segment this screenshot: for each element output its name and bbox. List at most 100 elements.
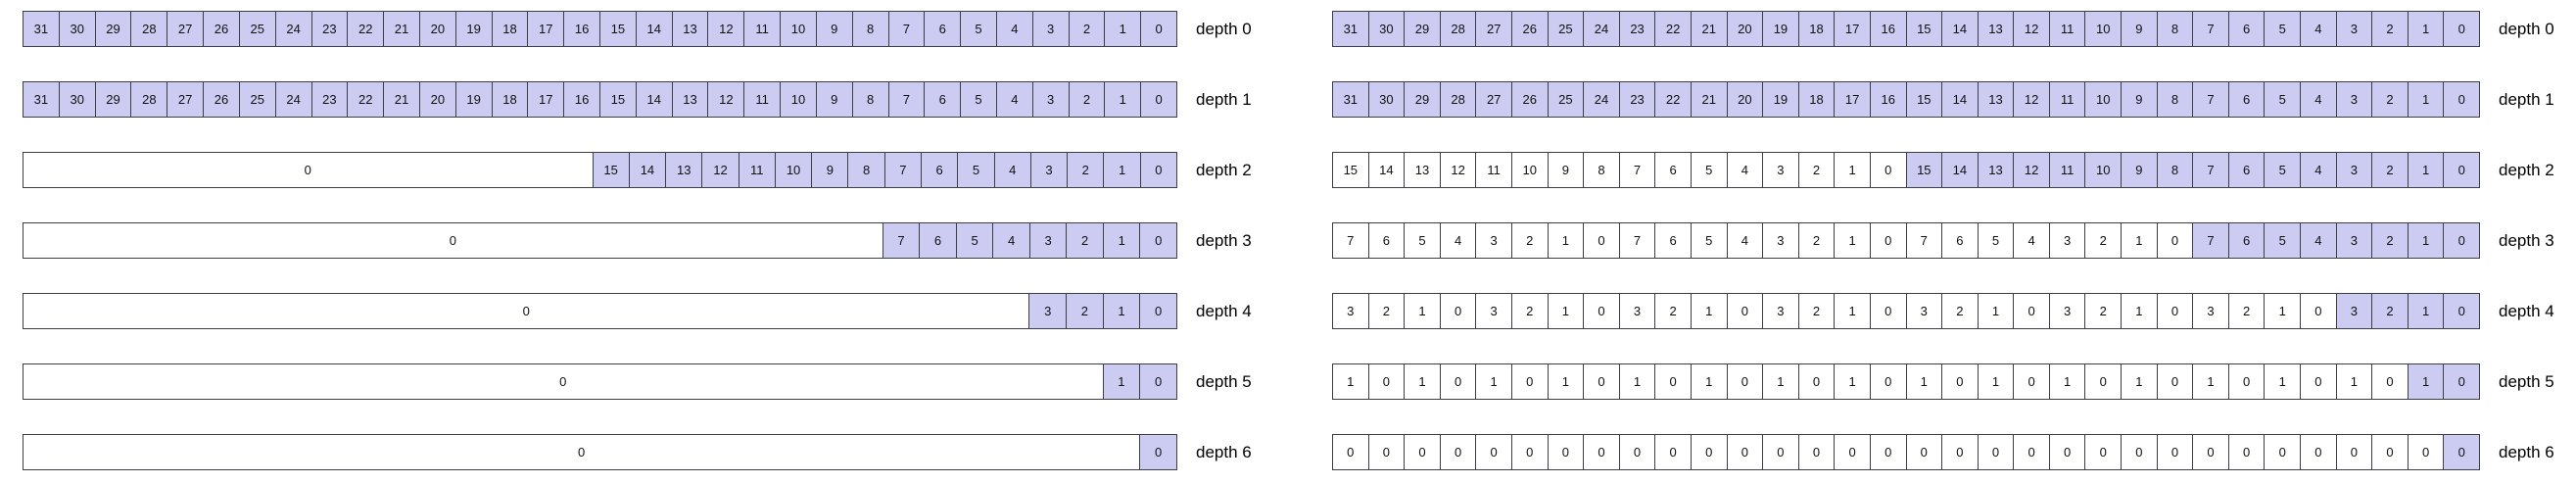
array-cell-filled: 10	[774, 152, 813, 188]
array-cell: 0	[1367, 434, 1406, 470]
array-cell: 0	[1475, 434, 1512, 470]
array-cell: 0	[1690, 434, 1728, 470]
array-cell-filled: 13	[1977, 81, 2015, 118]
array-cell: 2	[1797, 152, 1836, 188]
array-cell: 1	[1834, 293, 1871, 329]
array-cell-filled: 5	[955, 222, 994, 259]
array-cell-filled: 2	[2371, 81, 2409, 118]
array-cell-filled: 18	[1797, 11, 1836, 47]
array-cell: 7	[1332, 222, 1369, 259]
array-cell-filled: 28	[1439, 81, 1477, 118]
array-cell-filled: 12	[707, 81, 745, 118]
array-cell: 0	[2013, 434, 2050, 470]
array-cell-filled: 13	[1977, 152, 2015, 188]
array-cell-filled: 10	[2084, 81, 2123, 118]
array-cell-filled: 30	[58, 11, 96, 47]
array-cell: 0	[2013, 363, 2050, 400]
array-cell: 15	[1332, 152, 1369, 188]
merged-empty-cell: 0	[23, 363, 1104, 400]
array-cell-filled: 29	[94, 81, 132, 118]
array-cell-filled: 4	[2300, 81, 2337, 118]
array-cell: 0	[2371, 434, 2409, 470]
array-cell: 0	[2407, 434, 2445, 470]
array-cell-filled: 3	[1028, 293, 1068, 329]
array-cell: 0	[1869, 434, 1907, 470]
array-cell-filled: 5	[2264, 222, 2302, 259]
array-cell-filled: 1	[1102, 222, 1141, 259]
array-cell: 0	[1797, 434, 1836, 470]
array-cell: 4	[2013, 222, 2050, 259]
array-cell-filled: 6	[924, 11, 962, 47]
array-cell: 3	[2048, 293, 2086, 329]
array-cell-filled: 11	[738, 152, 776, 188]
array-cell-filled: 10	[780, 81, 817, 118]
array-cell-filled: 0	[2443, 11, 2480, 47]
array-cell-filled: 9	[2121, 11, 2158, 47]
array-cell-filled: 14	[1941, 11, 1979, 47]
array-cell: 2	[1797, 293, 1836, 329]
array-cell: 0	[1367, 363, 1406, 400]
array-cell-filled: 1	[2407, 363, 2445, 400]
array-cell: 1	[2121, 363, 2158, 400]
array-cell-filled: 0	[2443, 152, 2480, 188]
array-cell: 3	[1332, 293, 1369, 329]
array-cell: 5	[1690, 222, 1728, 259]
array-cell-filled: 19	[454, 81, 493, 118]
depth-label: depth 0	[1196, 19, 1252, 38]
array-cell-filled: 6	[919, 222, 957, 259]
array-cell-filled: 0	[1139, 434, 1177, 470]
array-cell-filled: 15	[1905, 152, 1943, 188]
array-cell: 0	[1583, 293, 1620, 329]
array-cell-filled: 2	[1068, 81, 1106, 118]
array-cell-filled: 3	[1028, 222, 1068, 259]
array-cell-filled: 13	[671, 81, 709, 118]
array-cell: 5	[1977, 222, 2015, 259]
array-cell-filled: 2	[1068, 11, 1106, 47]
array-cell: 1	[1834, 222, 1871, 259]
array-cell: 0	[1869, 222, 1907, 259]
array-cell: 6	[1654, 152, 1692, 188]
array-cell-filled: 5	[960, 11, 997, 47]
array-cell-filled: 26	[1510, 81, 1549, 118]
array-cell-filled: 7	[887, 11, 926, 47]
array-cell-filled: 21	[1690, 11, 1728, 47]
array-cell-filled: 10	[2084, 152, 2123, 188]
array-cell-filled: 25	[238, 81, 276, 118]
array-cell-filled: 6	[924, 81, 962, 118]
array-cell-filled: 9	[815, 81, 853, 118]
array-cell: 0	[1618, 434, 1656, 470]
array-cell: 1	[1547, 222, 1585, 259]
array-cell: 0	[2156, 222, 2194, 259]
array-cell: 1	[2264, 293, 2302, 329]
array-cell: 0	[2048, 434, 2086, 470]
array-cell: 0	[2371, 363, 2409, 400]
array-cell-filled: 0	[2443, 363, 2480, 400]
array-cell-filled: 17	[1834, 11, 1871, 47]
array-cell-filled: 24	[1583, 81, 1620, 118]
array-cell-filled: 8	[2156, 152, 2194, 188]
array-cell: 3	[1762, 222, 1799, 259]
array-cell-filled: 8	[851, 81, 889, 118]
array-cell-filled: 2	[2371, 222, 2409, 259]
array-cell-filled: 0	[1139, 222, 1177, 259]
array-cell: 4	[1726, 152, 1764, 188]
array-cell: 6	[1654, 222, 1692, 259]
array-cell: 2	[1797, 222, 1836, 259]
depth-label: depth 5	[1196, 371, 1252, 391]
array-cell: 3	[1475, 293, 1512, 329]
depth-label: depth 3	[2499, 230, 2554, 250]
array-cell: 0	[2227, 363, 2266, 400]
array-cell: 1	[1762, 363, 1799, 400]
array-cell: 1	[1690, 293, 1728, 329]
array-cell: 1	[1905, 363, 1943, 400]
array-cell: 0	[1332, 434, 1369, 470]
